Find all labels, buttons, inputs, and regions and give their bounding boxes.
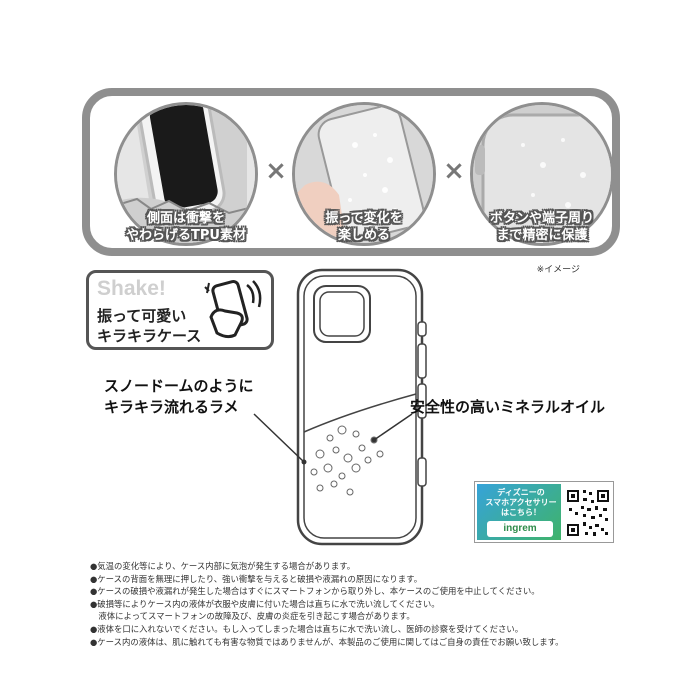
oil-callout: 安全性の高いミネラルオイル — [410, 398, 606, 416]
shake-line1: 振って可愛い — [97, 307, 187, 325]
phone-corner-photo — [114, 102, 258, 246]
feature-shake-caption: 振って変化を 楽しめる — [292, 210, 436, 244]
hand-shake-icon — [204, 280, 262, 339]
note-row: ●ケース内の液体は、肌に触れても有害な物質ではありませんが、本製品のご使用に関し… — [90, 636, 564, 647]
ingrem-logo: ingrem — [487, 521, 553, 537]
glitter-callout: スノードームのように キラキラ流れるラメ — [104, 376, 254, 418]
feature-button-line2: まで精密に保護 — [496, 228, 588, 243]
hand-shaking-case-photo — [292, 102, 436, 246]
phone-case-diagram — [296, 268, 427, 546]
feature-tpu-caption: 側面は衝撃を やわらげるTPU素材 — [114, 210, 258, 244]
feature-button-caption: ボタンや端子周り まで精密に保護 — [470, 210, 614, 244]
ingrem-badge[interactable]: ディズニーの スマホアクセサリー はこちら！ ingrem — [474, 481, 614, 543]
feature-tpu-line2: やわらげるTPU素材 — [126, 228, 246, 243]
ingrem-text: ディズニーの スマホアクセサリー はこちら！ — [481, 488, 561, 518]
qr-code-icon[interactable] — [565, 486, 611, 540]
feature-panel: 側面は衝撃を やわらげるTPU素材 × 振って変化を 楽しめる × — [82, 88, 620, 256]
glitter-callout-line1: スノードームのように — [104, 377, 254, 395]
feature-shake-line2: 楽しめる — [337, 228, 390, 243]
glitter-leader-line — [253, 413, 307, 465]
glitter-callout-line2: キラキラ流れるラメ — [104, 398, 239, 416]
note-row: ●ケースの破損や液漏れが発生した場合はすぐにスマートフォンから取り外し、本ケース… — [90, 586, 540, 597]
note-row: ●気温の変化等により、ケース内部に気泡が発生する場合があります。 — [90, 561, 356, 571]
oil-leader-line — [371, 413, 413, 443]
ingrem-line2: スマホアクセサリー — [485, 498, 557, 507]
feature-button-protect: ボタンや端子周り まで精密に保護 — [470, 102, 614, 246]
feature-tpu-line1: 側面は衝撃を — [146, 211, 225, 226]
feature-shake: 振って変化を 楽しめる — [292, 102, 436, 246]
shake-title: Shake! — [97, 277, 166, 300]
case-button-closeup-photo — [470, 102, 614, 246]
feature-tpu: 側面は衝撃を やわらげるTPU素材 — [114, 102, 258, 246]
caution-notes: ●気温の変化等により、ケース内部に気泡が発生する場合があります。 ●ケースの背面… — [90, 560, 620, 648]
shake-badge: Shake! 振って可愛い キラキラケース — [86, 270, 274, 350]
ingrem-line3: はこちら！ — [501, 508, 541, 517]
note-row: ●破損等によりケース内の液体が衣服や皮膚に付いた場合は直ちに水で洗い流してくださ… — [90, 598, 440, 609]
note-row: 液体によってスマートフォンの故障及び、皮膚の炎症を引き起こす場合があります。 — [90, 611, 415, 622]
shake-line2: キラキラケース — [97, 327, 202, 345]
ingrem-green-panel: ディズニーの スマホアクセサリー はこちら！ ingrem — [477, 484, 561, 540]
times-separator: × — [443, 156, 465, 186]
ingrem-line1: ディズニーの — [497, 488, 545, 497]
image-note: ※イメージ — [536, 265, 580, 275]
note-row: ●液体を口に入れないでください。もし入ってしまった場合は直ちに水で洗い流し、医師… — [90, 623, 524, 634]
feature-shake-line1: 振って変化を — [325, 211, 403, 226]
feature-button-line1: ボタンや端子周り — [489, 211, 594, 226]
times-separator: × — [265, 156, 287, 186]
note-row: ●ケースの背面を無理に押したり、強い衝撃を与えると破損や液漏れの原因になります。 — [90, 573, 423, 584]
